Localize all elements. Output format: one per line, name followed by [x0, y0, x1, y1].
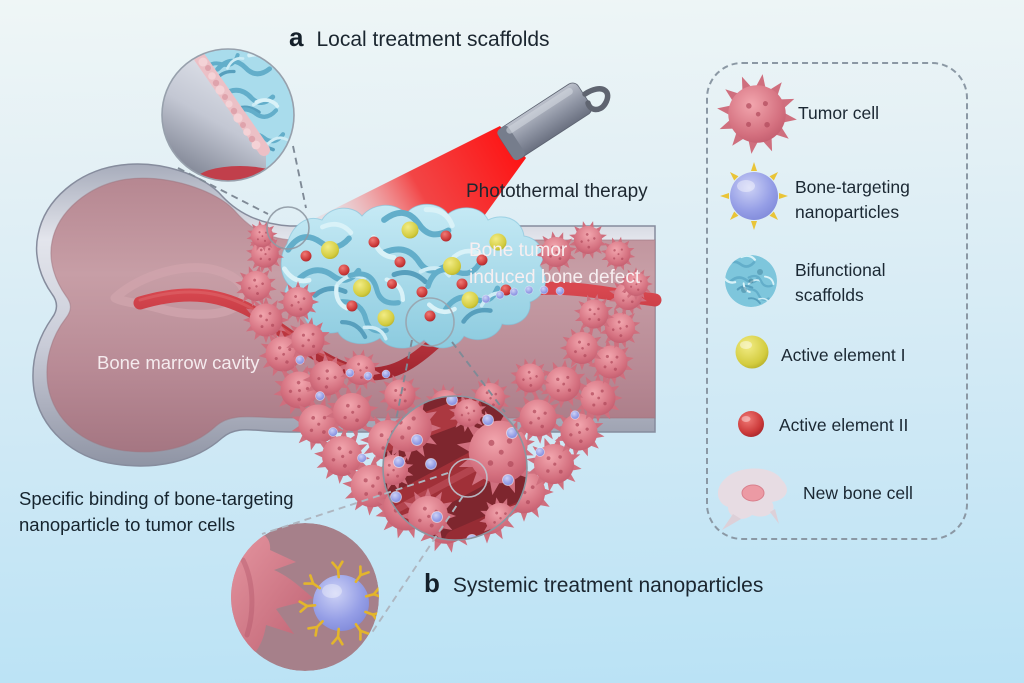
inset-nanoparticle-binding [231, 523, 379, 671]
inset-tumor-vasculature [382, 395, 528, 541]
panel-a-label: a Local treatment scaffolds [289, 22, 550, 53]
bone-marrow-cavity-label: Bone marrow cavity [97, 352, 260, 373]
active-element-2-spheres [300, 230, 512, 322]
legend-box [706, 62, 968, 540]
panel-b-title: Systemic treatment nanoparticles [452, 574, 764, 597]
callout-circle-bone-surface [266, 206, 310, 250]
panel-a-tag: a [289, 22, 304, 52]
scaffold-implant [280, 193, 546, 350]
laser-handpiece [497, 82, 611, 161]
legend-label-tumor-cell: Tumor cell [798, 103, 880, 123]
legend-label-bifunctional-scaffolds: Bifunctional scaffolds [795, 260, 886, 306]
specific-binding-label: Specific binding of bone-targeting nanop… [19, 488, 294, 535]
bound-nanoparticle [313, 575, 369, 631]
laser-cable [582, 86, 611, 113]
connector-lines [177, 145, 506, 635]
active-element-1-icon [735, 335, 769, 369]
bifunctional-scaffold-icon [725, 255, 777, 307]
bone-tumor-defect-label: Bone tumor induced bone defect [469, 240, 641, 288]
panel-b-tag: b [424, 568, 440, 598]
legend-label-active-element-2: Active element II [779, 415, 909, 435]
panel-a-title: Local treatment scaffolds [316, 28, 550, 51]
bone-targeting-nanoparticle-icon [720, 162, 788, 230]
callout-circle-vessel [405, 297, 455, 347]
photothermal-therapy-label: Photothermal therapy [466, 181, 648, 202]
active-element-2-icon [738, 411, 764, 437]
legend-label-active-element-1: Active element I [781, 345, 906, 365]
legend-label-bone-targeting-nanoparticles: Bone-targeting nanoparticles [795, 177, 910, 223]
panel-b-label: b Systemic treatment nanoparticles [424, 568, 763, 599]
active-element-1-spheres [321, 221, 507, 327]
legend-label-new-bone-cell: New bone cell [803, 483, 913, 503]
